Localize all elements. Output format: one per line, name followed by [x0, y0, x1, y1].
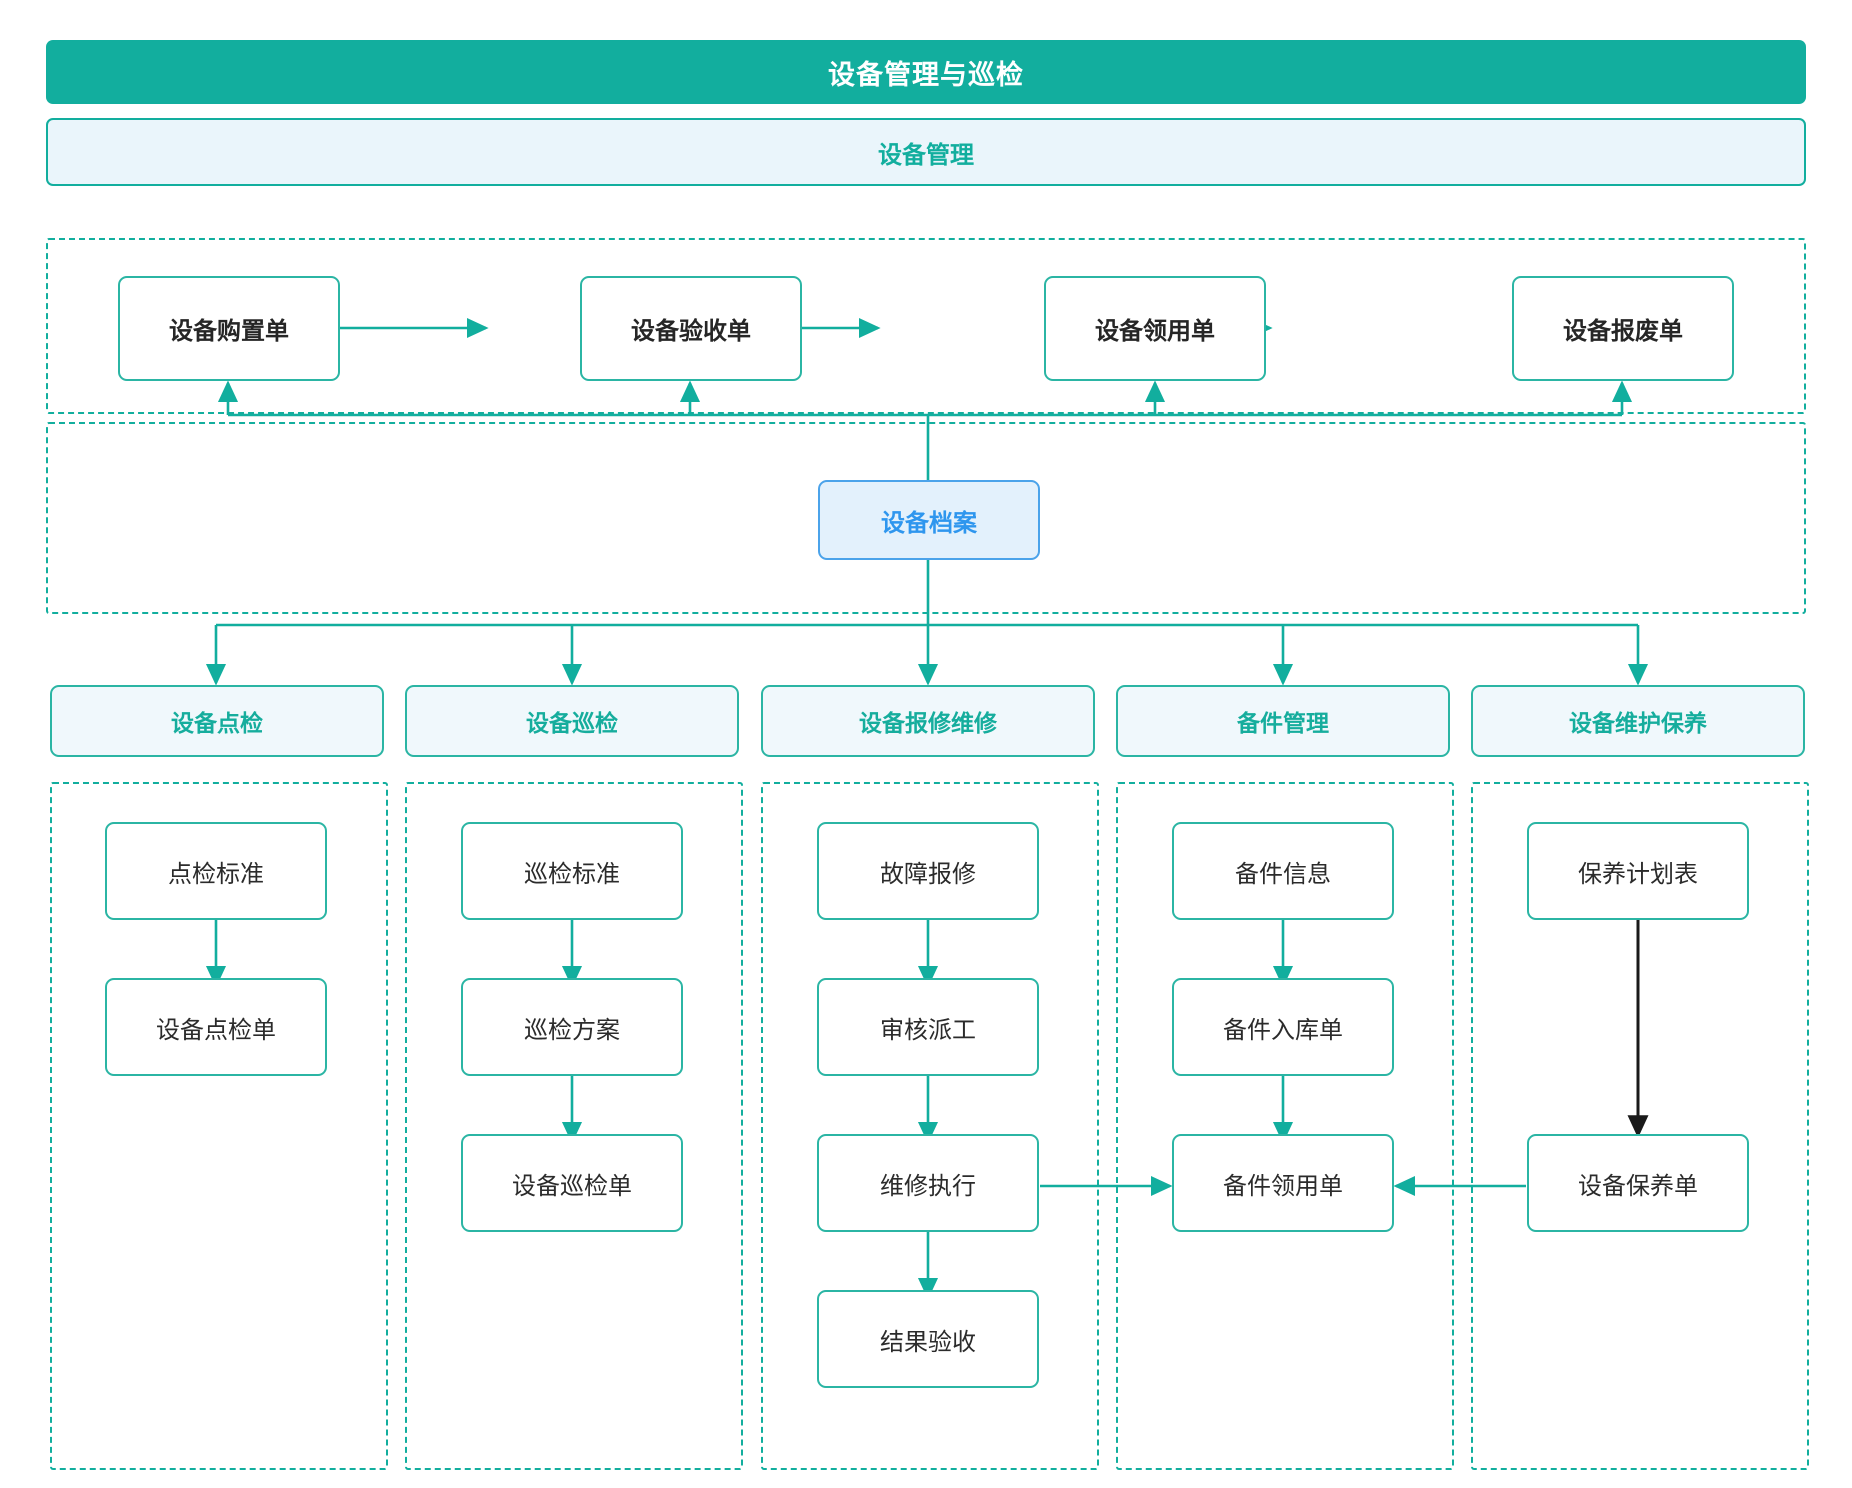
category-header-patrol-inspection[interactable]: 设备巡检 [405, 685, 739, 757]
node-maintenance-sheet[interactable]: 设备保养单 [1527, 1134, 1749, 1232]
node-repair-execution[interactable]: 维修执行 [817, 1134, 1039, 1232]
category-header-spare-parts[interactable]: 备件管理 [1116, 685, 1450, 757]
node-spare-part-info[interactable]: 备件信息 [1172, 822, 1394, 920]
category-header-repair[interactable]: 设备报修维修 [761, 685, 1095, 757]
node-patrol-plan[interactable]: 巡检方案 [461, 978, 683, 1076]
category-header-maintenance[interactable]: 设备维护保养 [1471, 685, 1805, 757]
group-spot-check [50, 782, 388, 1470]
node-purchase-order[interactable]: 设备购置单 [118, 276, 340, 381]
node-review-dispatch[interactable]: 审核派工 [817, 978, 1039, 1076]
node-maintenance-plan[interactable]: 保养计划表 [1527, 822, 1749, 920]
node-patrol-sheet[interactable]: 设备巡检单 [461, 1134, 683, 1232]
node-fault-report[interactable]: 故障报修 [817, 822, 1039, 920]
node-spot-check-standard[interactable]: 点检标准 [105, 822, 327, 920]
node-spare-part-inbound[interactable]: 备件入库单 [1172, 978, 1394, 1076]
node-equipment-archive[interactable]: 设备档案 [818, 480, 1040, 560]
category-header-spot-check[interactable]: 设备点检 [50, 685, 384, 757]
group-spare-parts [1116, 782, 1454, 1470]
node-scrap-order[interactable]: 设备报废单 [1512, 276, 1734, 381]
node-patrol-standard[interactable]: 巡检标准 [461, 822, 683, 920]
group-repair [761, 782, 1099, 1470]
node-spot-check-sheet[interactable]: 设备点检单 [105, 978, 327, 1076]
group-archive [46, 422, 1806, 614]
node-acceptance-order[interactable]: 设备验收单 [580, 276, 802, 381]
node-result-acceptance[interactable]: 结果验收 [817, 1290, 1039, 1388]
group-patrol-inspection [405, 782, 743, 1470]
node-spare-part-issue[interactable]: 备件领用单 [1172, 1134, 1394, 1232]
page-title: 设备管理与巡检 [46, 40, 1806, 104]
node-issue-order[interactable]: 设备领用单 [1044, 276, 1266, 381]
group-maintenance [1471, 782, 1809, 1470]
section-header-equipment-management: 设备管理 [46, 118, 1806, 186]
group-lifecycle [46, 238, 1806, 414]
